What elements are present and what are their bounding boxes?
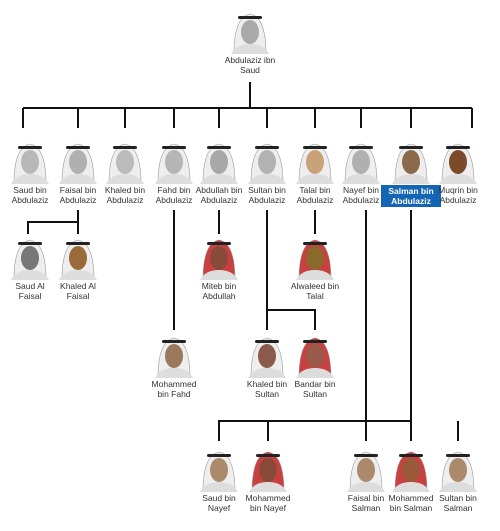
portrait-icon (439, 143, 477, 184)
person-abdullah: Abdullah bin Abdulaziz (189, 140, 249, 205)
person-salman: Salman bin Abdulaziz (381, 140, 441, 207)
person-name: Saud Al Faisal (15, 281, 45, 301)
portrait-icon (296, 337, 334, 378)
person-name: Bandar bin Sultan (294, 379, 336, 399)
person-muqrin: Muqrin bin Abdulaziz (428, 140, 488, 205)
person-saudF: Saud Al Faisal (0, 236, 60, 301)
portrait-icon (231, 13, 269, 54)
person-name: Abdullah bin Abdulaziz (195, 185, 243, 205)
person-name: Saud bin Nayef (202, 493, 236, 513)
portrait-icon (342, 143, 380, 184)
person-name: Fahd bin Abdulaziz (155, 185, 193, 205)
person-saud: Saud bin Abdulaziz (0, 140, 60, 205)
person-khaledF: Khaled Al Faisal (48, 236, 108, 301)
person-name: Mohammed bin Fahd (151, 379, 197, 399)
portrait-icon (200, 239, 238, 280)
portrait-icon (11, 143, 49, 184)
person-saudN: Saud bin Nayef (189, 448, 249, 513)
portrait-icon (11, 239, 49, 280)
person-alwaleed: Alwaleed bin Talal (285, 236, 345, 301)
person-name: Alwaleed bin Talal (290, 281, 340, 301)
portrait-icon (248, 337, 286, 378)
connector-faisal-sons (27, 210, 79, 234)
person-mohFahd: Mohammed bin Fahd (144, 334, 204, 399)
portrait-icon (200, 451, 238, 492)
person-name: Nayef bin Abdulaziz (342, 185, 380, 205)
person-mohNayef: Mohammed bin Nayef (238, 448, 298, 513)
connector-sons-drops (22, 108, 473, 128)
person-name: Khaled Al Faisal (60, 281, 96, 301)
person-name: Sultan bin Abdulaziz (248, 185, 286, 205)
connector-salman-sons (365, 210, 459, 441)
portrait-icon (392, 143, 430, 184)
portrait-icon (439, 451, 477, 492)
person-name: Miteb bin Abdullah (201, 281, 237, 301)
person-bandarS: Bandar bin Sultan (285, 334, 345, 399)
person-root: Abdulaziz ibn Saud (220, 10, 280, 75)
portrait-icon (249, 451, 287, 492)
person-name: Khaled bin Sultan (246, 379, 288, 399)
portrait-icon (347, 451, 385, 492)
portrait-icon (392, 451, 430, 492)
person-sultan: Sultan bin Abdulaziz (237, 140, 297, 205)
portrait-icon (59, 239, 97, 280)
person-sultanS: Sultan bin Salman (428, 448, 488, 513)
portrait-icon (200, 143, 238, 184)
portrait-icon (155, 337, 193, 378)
person-faisalS: Faisal bin Salman (336, 448, 396, 513)
portrait-icon (248, 143, 286, 184)
person-fahd: Fahd bin Abdulaziz (144, 140, 204, 205)
person-mohSalman: Mohammed bin Salman (381, 448, 441, 513)
person-name: Sultan bin Salman (439, 493, 477, 513)
person-khaled: Khaled bin Abdulaziz (95, 140, 155, 205)
portrait-icon (59, 143, 97, 184)
person-name: Saud bin Abdulaziz (11, 185, 49, 205)
person-name: Salman bin Abdulaziz (381, 185, 441, 207)
person-name: Mohammed bin Salman (388, 493, 434, 513)
person-name: Muqrin bin Abdulaziz (438, 185, 478, 205)
person-name: Talal bin Abdulaziz (296, 185, 334, 205)
person-khaledS: Khaled bin Sultan (237, 334, 297, 399)
portrait-icon (296, 143, 334, 184)
portrait-icon (155, 143, 193, 184)
person-name: Khaled bin Abdulaziz (104, 185, 146, 205)
portrait-icon (296, 239, 334, 280)
person-miteb: Miteb bin Abdullah (189, 236, 249, 301)
person-nayef: Nayef bin Abdulaziz (331, 140, 391, 205)
person-name: Abdulaziz ibn Saud (224, 55, 276, 75)
connector-nayef-sons (218, 210, 367, 441)
person-faisal: Faisal bin Abdulaziz (48, 140, 108, 205)
person-talal: Talal bin Abdulaziz (285, 140, 345, 205)
person-name: Mohammed bin Nayef (245, 493, 291, 513)
person-name: Faisal bin Salman (347, 493, 385, 513)
person-name: Faisal bin Abdulaziz (59, 185, 97, 205)
connector-sultan-sons (266, 210, 316, 330)
portrait-icon (106, 143, 144, 184)
